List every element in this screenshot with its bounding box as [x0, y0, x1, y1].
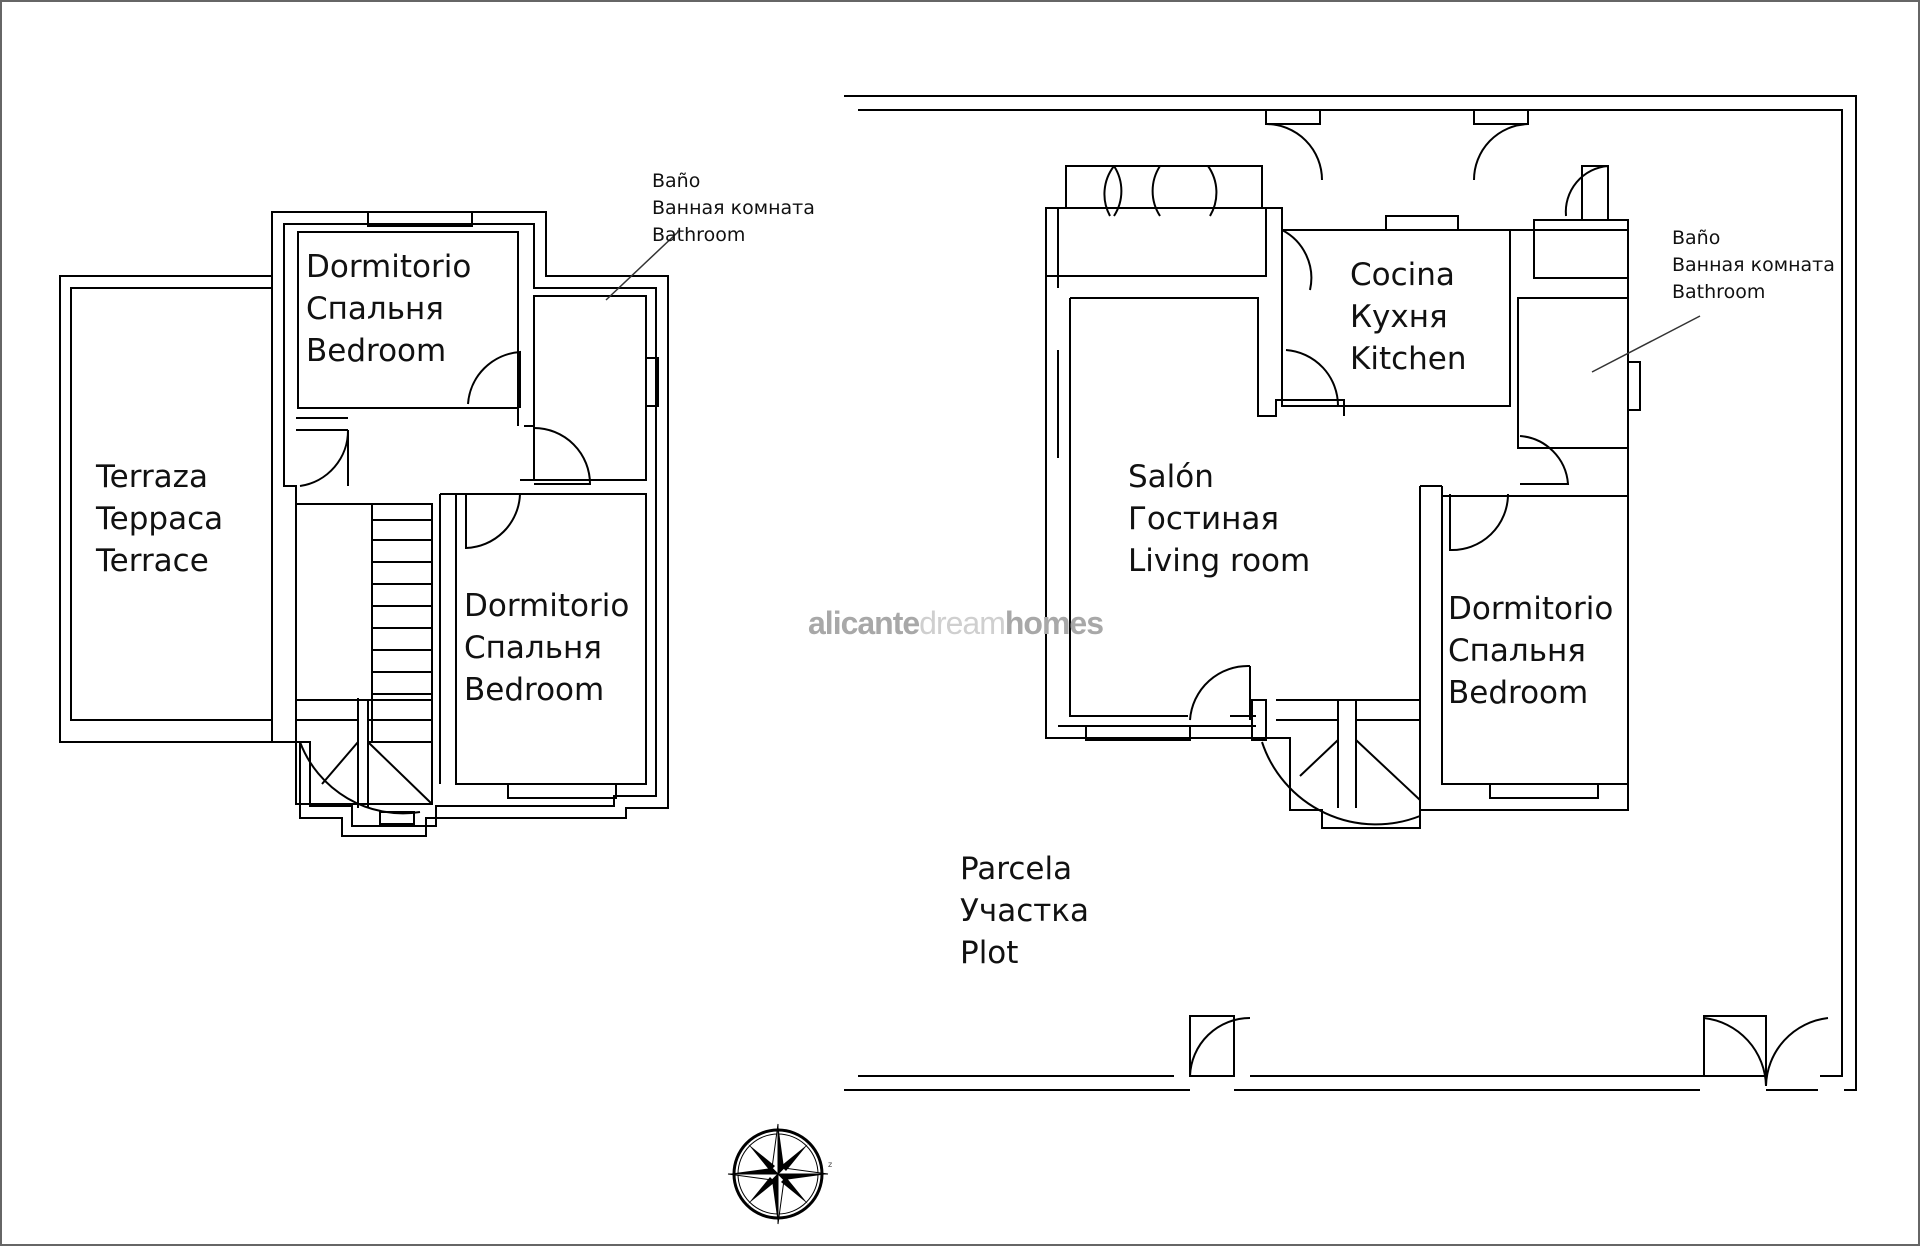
- ground-bathroom-window: [1627, 361, 1641, 411]
- stair-winders: [296, 699, 433, 805]
- label-line: Bathroom: [1672, 281, 1766, 303]
- upper-floor-plan: [59, 211, 679, 837]
- label-line: Гостиная: [1128, 501, 1280, 537]
- stair-curve: [299, 741, 421, 815]
- label-line: Parcela: [960, 851, 1073, 887]
- porch-left-doors: [1065, 165, 1263, 217]
- kitchen-window: [1385, 215, 1459, 231]
- plot-gate-post-left: [1189, 1015, 1235, 1077]
- ground-stair-post: [1251, 699, 1267, 741]
- label-line: Ванная комната: [1672, 254, 1835, 276]
- ground-bedroom-window: [1489, 783, 1599, 799]
- kitchen-inner-door: [1285, 349, 1340, 407]
- label-line: Dormitorio: [306, 249, 472, 285]
- ground-bathroom-door: [1519, 435, 1570, 485]
- top-gate-1: [1265, 109, 1321, 125]
- label-line: Спальня: [464, 630, 602, 666]
- bathroom-walls: [533, 295, 647, 481]
- label-line: Dormitorio: [464, 588, 630, 624]
- corridor-wall-top: [296, 417, 348, 431]
- top-gate-2: [1473, 109, 1529, 125]
- label-line: Участка: [960, 893, 1090, 929]
- bedroom-1-window: [367, 211, 473, 227]
- door-bedroom-2: [465, 493, 521, 550]
- label-line: Bathroom: [652, 224, 746, 246]
- watermark-part: dream: [919, 605, 1006, 641]
- ground-bathroom-label: Baño Ванная комната Bathroom: [1672, 225, 1835, 306]
- label-line: Спальня: [1448, 633, 1586, 669]
- plot-label: Parcela Участка Plot: [960, 848, 1089, 974]
- ground-floor-plan: [844, 95, 1857, 1091]
- stair-stringers: [357, 504, 373, 808]
- porch-right-door: [1564, 165, 1609, 220]
- terrace-label: Terraza Teppaca Terrace: [96, 456, 223, 582]
- label-line: Terrace: [96, 543, 209, 579]
- watermark-part: homes: [1004, 605, 1104, 641]
- top-gate-1-door: [1265, 123, 1323, 181]
- watermark-logo: alicantedreamhomes: [808, 605, 1104, 642]
- porch-left: [1045, 207, 1267, 277]
- label-line: Bedroom: [1448, 675, 1589, 711]
- watermark-part: alicante: [808, 605, 920, 641]
- label-line: Bedroom: [464, 672, 605, 708]
- upper-bedroom-2-label: Dormitorio Спальня Bedroom: [464, 585, 629, 711]
- plot-gate-post-right: [1703, 1015, 1767, 1077]
- bathroom-pointer: [605, 231, 679, 301]
- corridor-wall-right: [439, 493, 457, 784]
- living-room-window-bottom: [1085, 725, 1191, 741]
- kitchen-door: [1281, 229, 1313, 291]
- bedroom-1-walls: [297, 231, 519, 409]
- corridor-wall-mid: [517, 408, 534, 495]
- label-line: Plot: [960, 935, 1019, 971]
- plot-gate-right: [1703, 1017, 1829, 1087]
- label-line: Teppaca: [96, 501, 224, 537]
- label-line: Bedroom: [306, 333, 447, 369]
- label-line: Baño: [652, 170, 701, 192]
- bathroom-window: [645, 357, 659, 407]
- label-line: Kitchen: [1350, 341, 1467, 377]
- stair-box: [295, 503, 433, 805]
- plot-gate-left: [1189, 1017, 1251, 1077]
- plot-outer-wall: [844, 95, 1857, 1091]
- door-terrace: [299, 429, 350, 487]
- ground-stair-curve: [1261, 741, 1421, 826]
- living-room-window-left: [1045, 350, 1059, 458]
- porch-right: [1533, 219, 1629, 279]
- label-line: Salón: [1128, 459, 1214, 495]
- stair-window: [379, 811, 415, 825]
- label-line: Ванная комната: [652, 197, 815, 219]
- bedroom-2-window: [507, 783, 617, 799]
- compass-label: z: [828, 1160, 833, 1169]
- living-room-label: Salón Гостиная Living room: [1128, 456, 1310, 582]
- ground-bathroom-walls: [1517, 297, 1629, 449]
- label-line: Dormitorio: [1448, 591, 1614, 627]
- top-gate-2-door: [1473, 123, 1529, 181]
- plot-inner-wall: [858, 109, 1843, 1077]
- ground-stair: [1276, 699, 1421, 808]
- label-line: Кухня: [1350, 299, 1448, 335]
- label-line: Baño: [1672, 227, 1721, 249]
- hall-wall: [1419, 485, 1443, 810]
- kitchen-label: Cocina Кухня Kitchen: [1350, 254, 1467, 380]
- ground-bedroom-door: [1449, 493, 1509, 552]
- door-bedroom-1: [467, 350, 521, 408]
- upper-outer-wall: [271, 211, 669, 837]
- compass-rose-icon: [727, 1123, 829, 1225]
- ground-bathroom-pointer: [1591, 315, 1701, 373]
- label-line: Terraza: [96, 459, 208, 495]
- label-line: Спальня: [306, 291, 444, 327]
- upper-bathroom-label: Baño Ванная комната Bathroom: [652, 168, 815, 249]
- living-room-door: [1189, 664, 1251, 721]
- upper-bedroom-1-label: Dormitorio Спальня Bedroom: [306, 246, 471, 372]
- label-line: Living room: [1128, 543, 1311, 579]
- door-bathroom: [533, 427, 592, 485]
- stair-treads: [372, 519, 432, 695]
- label-line: Cocina: [1350, 257, 1455, 293]
- ground-bedroom-label: Dormitorio Спальня Bedroom: [1448, 588, 1613, 714]
